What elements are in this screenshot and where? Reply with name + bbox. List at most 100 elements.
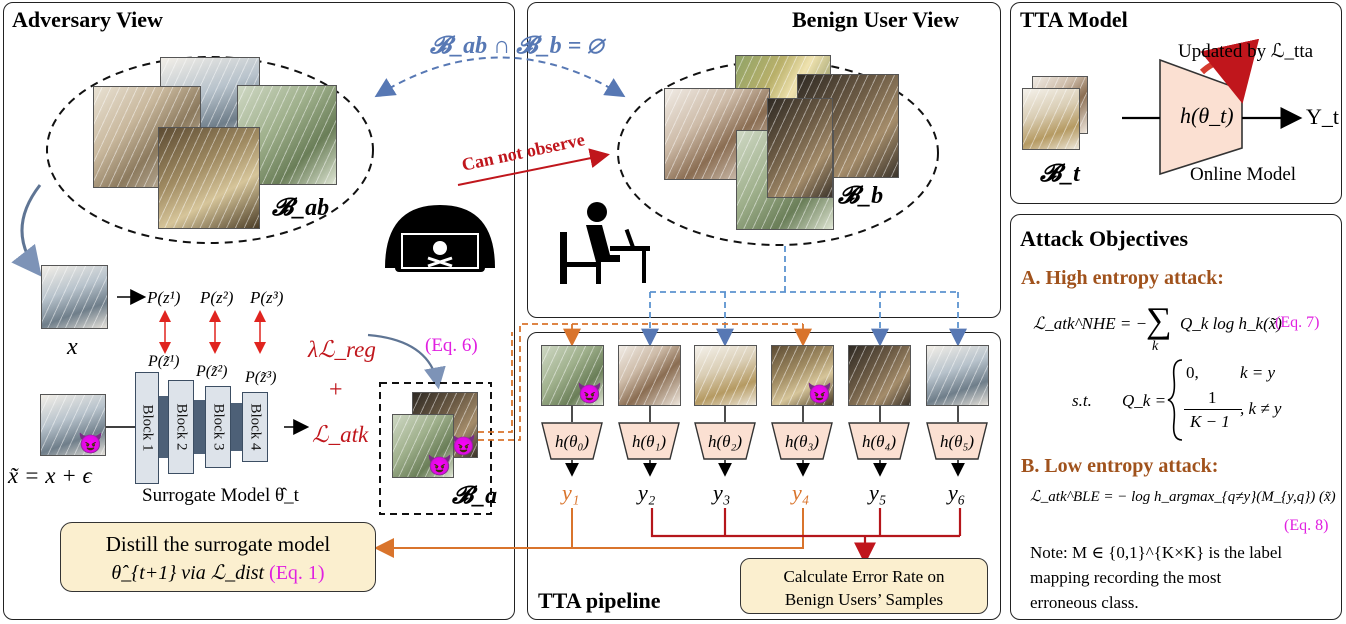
pipeline-model-2: h(θ₂) bbox=[694, 422, 756, 460]
fraction-bar bbox=[1184, 409, 1242, 411]
case2-denominator: K − 1 bbox=[1190, 412, 1230, 431]
benign-batch-label: 𝓑_b bbox=[838, 183, 884, 209]
eq6-ref: (Eq. 6) bbox=[425, 335, 478, 356]
devil-icon: 😈 bbox=[807, 383, 832, 405]
pipeline-title: TTA pipeline bbox=[538, 588, 661, 613]
prob-tilde-3: P(z̃³) bbox=[245, 369, 277, 386]
distill-line2: θ̂_{t+1} via ℒ_dist (Eq. 1) bbox=[111, 562, 325, 584]
online-model-label: Online Model bbox=[1190, 164, 1297, 185]
prob-tilde-1: P(z̃¹) bbox=[148, 353, 180, 370]
atk-loss: ℒ_atk bbox=[312, 422, 369, 447]
tta-image-front bbox=[1022, 88, 1080, 150]
distill-line1: Distill the surrogate model bbox=[105, 532, 331, 556]
pipeline-model-4: h(θ₄) bbox=[848, 422, 910, 460]
pipeline-model-label: h(θ₅) bbox=[939, 432, 975, 451]
overlap-arrow bbox=[374, 56, 626, 98]
user-at-desk-icon bbox=[560, 202, 650, 284]
devil-icon: 😈 bbox=[78, 433, 103, 455]
case1-value: 0, bbox=[1186, 363, 1199, 382]
error-line1: Calculate Error Rate on bbox=[783, 567, 945, 586]
surrogate-label: Surrogate Model θ̂_t bbox=[142, 485, 299, 506]
eq8-ref: (Eq. 8) bbox=[1284, 517, 1329, 534]
a-heading: A. High entropy attack: bbox=[1021, 267, 1224, 289]
pipeline-model-1: h(θ₁) bbox=[618, 422, 680, 460]
output-y4: y₄ bbox=[792, 480, 810, 505]
block-3: Block 3 bbox=[205, 386, 231, 468]
prob-3: P(z³) bbox=[250, 288, 284, 307]
tta-model-title: TTA Model bbox=[1020, 7, 1128, 32]
ble-formula: ℒ_atk^BLE = − log h_argmax_{q≠y}(M_{y,q}… bbox=[1030, 489, 1336, 505]
qk-label: Q_k = bbox=[1122, 391, 1167, 410]
block-4: Block 4 bbox=[242, 392, 268, 462]
tta-model-label: h(θ_t) bbox=[1180, 103, 1234, 128]
updated-by-label: Updated by ℒ_tta bbox=[1178, 41, 1314, 62]
adversary-batch-ellipse bbox=[46, 56, 374, 244]
x-label: x bbox=[67, 334, 78, 360]
pipeline-model-label: h(θ₂) bbox=[707, 432, 743, 451]
pipeline-model-label: h(θ₁) bbox=[631, 432, 667, 451]
pipeline-image-0: 😈 bbox=[541, 345, 604, 406]
output-y6: y₆ bbox=[948, 480, 966, 505]
st-label: s.t. bbox=[1072, 391, 1092, 410]
pipeline-panel bbox=[527, 332, 1001, 620]
nhe-lhs: ℒ_atk^NHE = − bbox=[1033, 314, 1148, 333]
tta-model-panel bbox=[1010, 2, 1342, 204]
adversary-image-horse bbox=[158, 127, 260, 229]
benign-panel bbox=[527, 2, 1001, 318]
pipeline-image-3: 😈 bbox=[771, 345, 834, 406]
pipeline-model-5: h(θ₅) bbox=[926, 422, 988, 460]
tta-batch-label: 𝓑_t bbox=[1040, 161, 1080, 187]
objectives-title: Attack Objectives bbox=[1020, 226, 1189, 251]
pipeline-image-4 bbox=[848, 345, 911, 406]
x-tilde-label: x̃ = x + ϵ bbox=[8, 463, 92, 488]
error-line2: Benign Users’ Samples bbox=[784, 590, 944, 609]
nhe-sum: ∑ bbox=[1146, 300, 1172, 340]
tta-output-label: Y_t bbox=[1306, 104, 1339, 129]
error-rate-box: Calculate Error Rate on Benign Users’ Sa… bbox=[740, 558, 988, 614]
nhe-rhs: Q_k log h_k(x̃) bbox=[1180, 314, 1282, 333]
case1-condition: k = y bbox=[1240, 363, 1276, 382]
adversary-title: Adversary View bbox=[12, 7, 163, 32]
adv-batch-image-bird: 😈 bbox=[392, 414, 454, 478]
sample-curve-arrow bbox=[11, 184, 42, 277]
pipeline-image-2 bbox=[694, 345, 757, 406]
benign-image-5 bbox=[767, 98, 833, 198]
prob-tilde-2: P(z̃²) bbox=[196, 363, 228, 380]
cases-brace bbox=[1167, 359, 1183, 441]
output-y5: y₅ bbox=[869, 480, 887, 505]
note-line1: Note: M ∈ {0,1}^{K×K} is the label bbox=[1030, 543, 1283, 562]
devil-icon: 😈 bbox=[427, 455, 452, 477]
benign-title: Benign User View bbox=[792, 7, 960, 32]
nhe-sum-index: k bbox=[1152, 339, 1159, 354]
eq7-ref: (Eq. 7) bbox=[1275, 314, 1320, 331]
attacker-icon bbox=[385, 205, 495, 272]
plus-sign: + bbox=[329, 377, 343, 403]
output-y3: y₃ bbox=[713, 480, 731, 505]
pipeline-model-label: h(θ₃) bbox=[784, 432, 820, 451]
pipeline-model-0: h(θ₀) bbox=[541, 422, 603, 460]
note-line3: erroneous class. bbox=[1030, 593, 1139, 612]
devil-icon: 😈 bbox=[451, 435, 476, 457]
b-heading: B. Low entropy attack: bbox=[1021, 455, 1219, 477]
pipeline-image-1 bbox=[618, 345, 681, 406]
adversary-batch-label: 𝓑_ab bbox=[272, 195, 330, 221]
reg-loss: λℒ_reg bbox=[308, 337, 376, 362]
clean-input-image bbox=[41, 265, 108, 329]
pipeline-model-3: h(θ₃) bbox=[771, 422, 833, 460]
case2-condition: , k ≠ y bbox=[1240, 399, 1282, 418]
objectives-panel bbox=[1010, 214, 1342, 620]
adv-batch-label: 𝓑_a bbox=[452, 483, 498, 509]
pipeline-model-label: h(θ₀) bbox=[554, 432, 590, 451]
output-y1: y₁ bbox=[562, 480, 580, 505]
adversarial-input-image: 😈 bbox=[40, 394, 106, 456]
note-line2: mapping recording the most bbox=[1030, 568, 1222, 587]
overlap-label: 𝓑_ab ∩ 𝓑_b = ∅ bbox=[430, 33, 604, 59]
adversary-panel bbox=[3, 2, 515, 620]
cannot-observe-arrow bbox=[457, 148, 610, 186]
block-1: Block 1 bbox=[135, 372, 159, 484]
pipeline-model-label: h(θ₄) bbox=[861, 432, 897, 451]
prob-2: P(z²) bbox=[200, 288, 234, 307]
update-arrow bbox=[1199, 38, 1260, 104]
